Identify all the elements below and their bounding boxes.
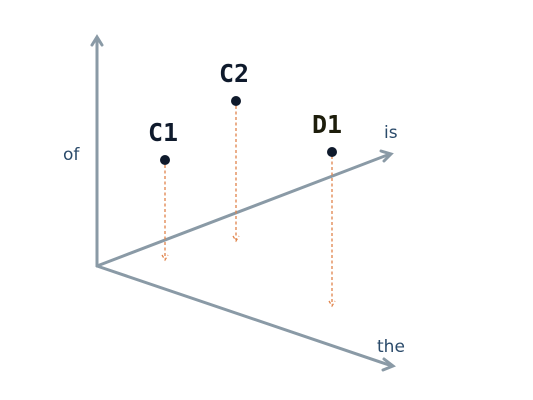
c2-dot [231, 96, 241, 106]
c1-projection-arrowhead [161, 254, 169, 262]
points [160, 96, 337, 165]
lower-axis-label: the [377, 337, 405, 357]
right-axis-label: is [384, 123, 398, 143]
d1-projection-arrowhead [328, 300, 336, 308]
lower-axis-arrowhead [381, 357, 396, 372]
c2-projection-arrowhead [232, 235, 240, 243]
right-axis [95, 152, 392, 268]
lower-axis [95, 264, 394, 368]
c1-label: C1 [148, 118, 178, 147]
right-axis-arrowhead [379, 149, 394, 163]
projection-lines [161, 106, 336, 308]
vertical-axis-arrowhead [90, 34, 104, 47]
c2-label: C2 [219, 59, 249, 88]
vertical-axis-label: of [63, 145, 80, 165]
c1-dot [160, 155, 170, 165]
d1-dot [327, 147, 337, 157]
axes [90, 34, 396, 372]
d1-label: D1 [312, 110, 342, 139]
